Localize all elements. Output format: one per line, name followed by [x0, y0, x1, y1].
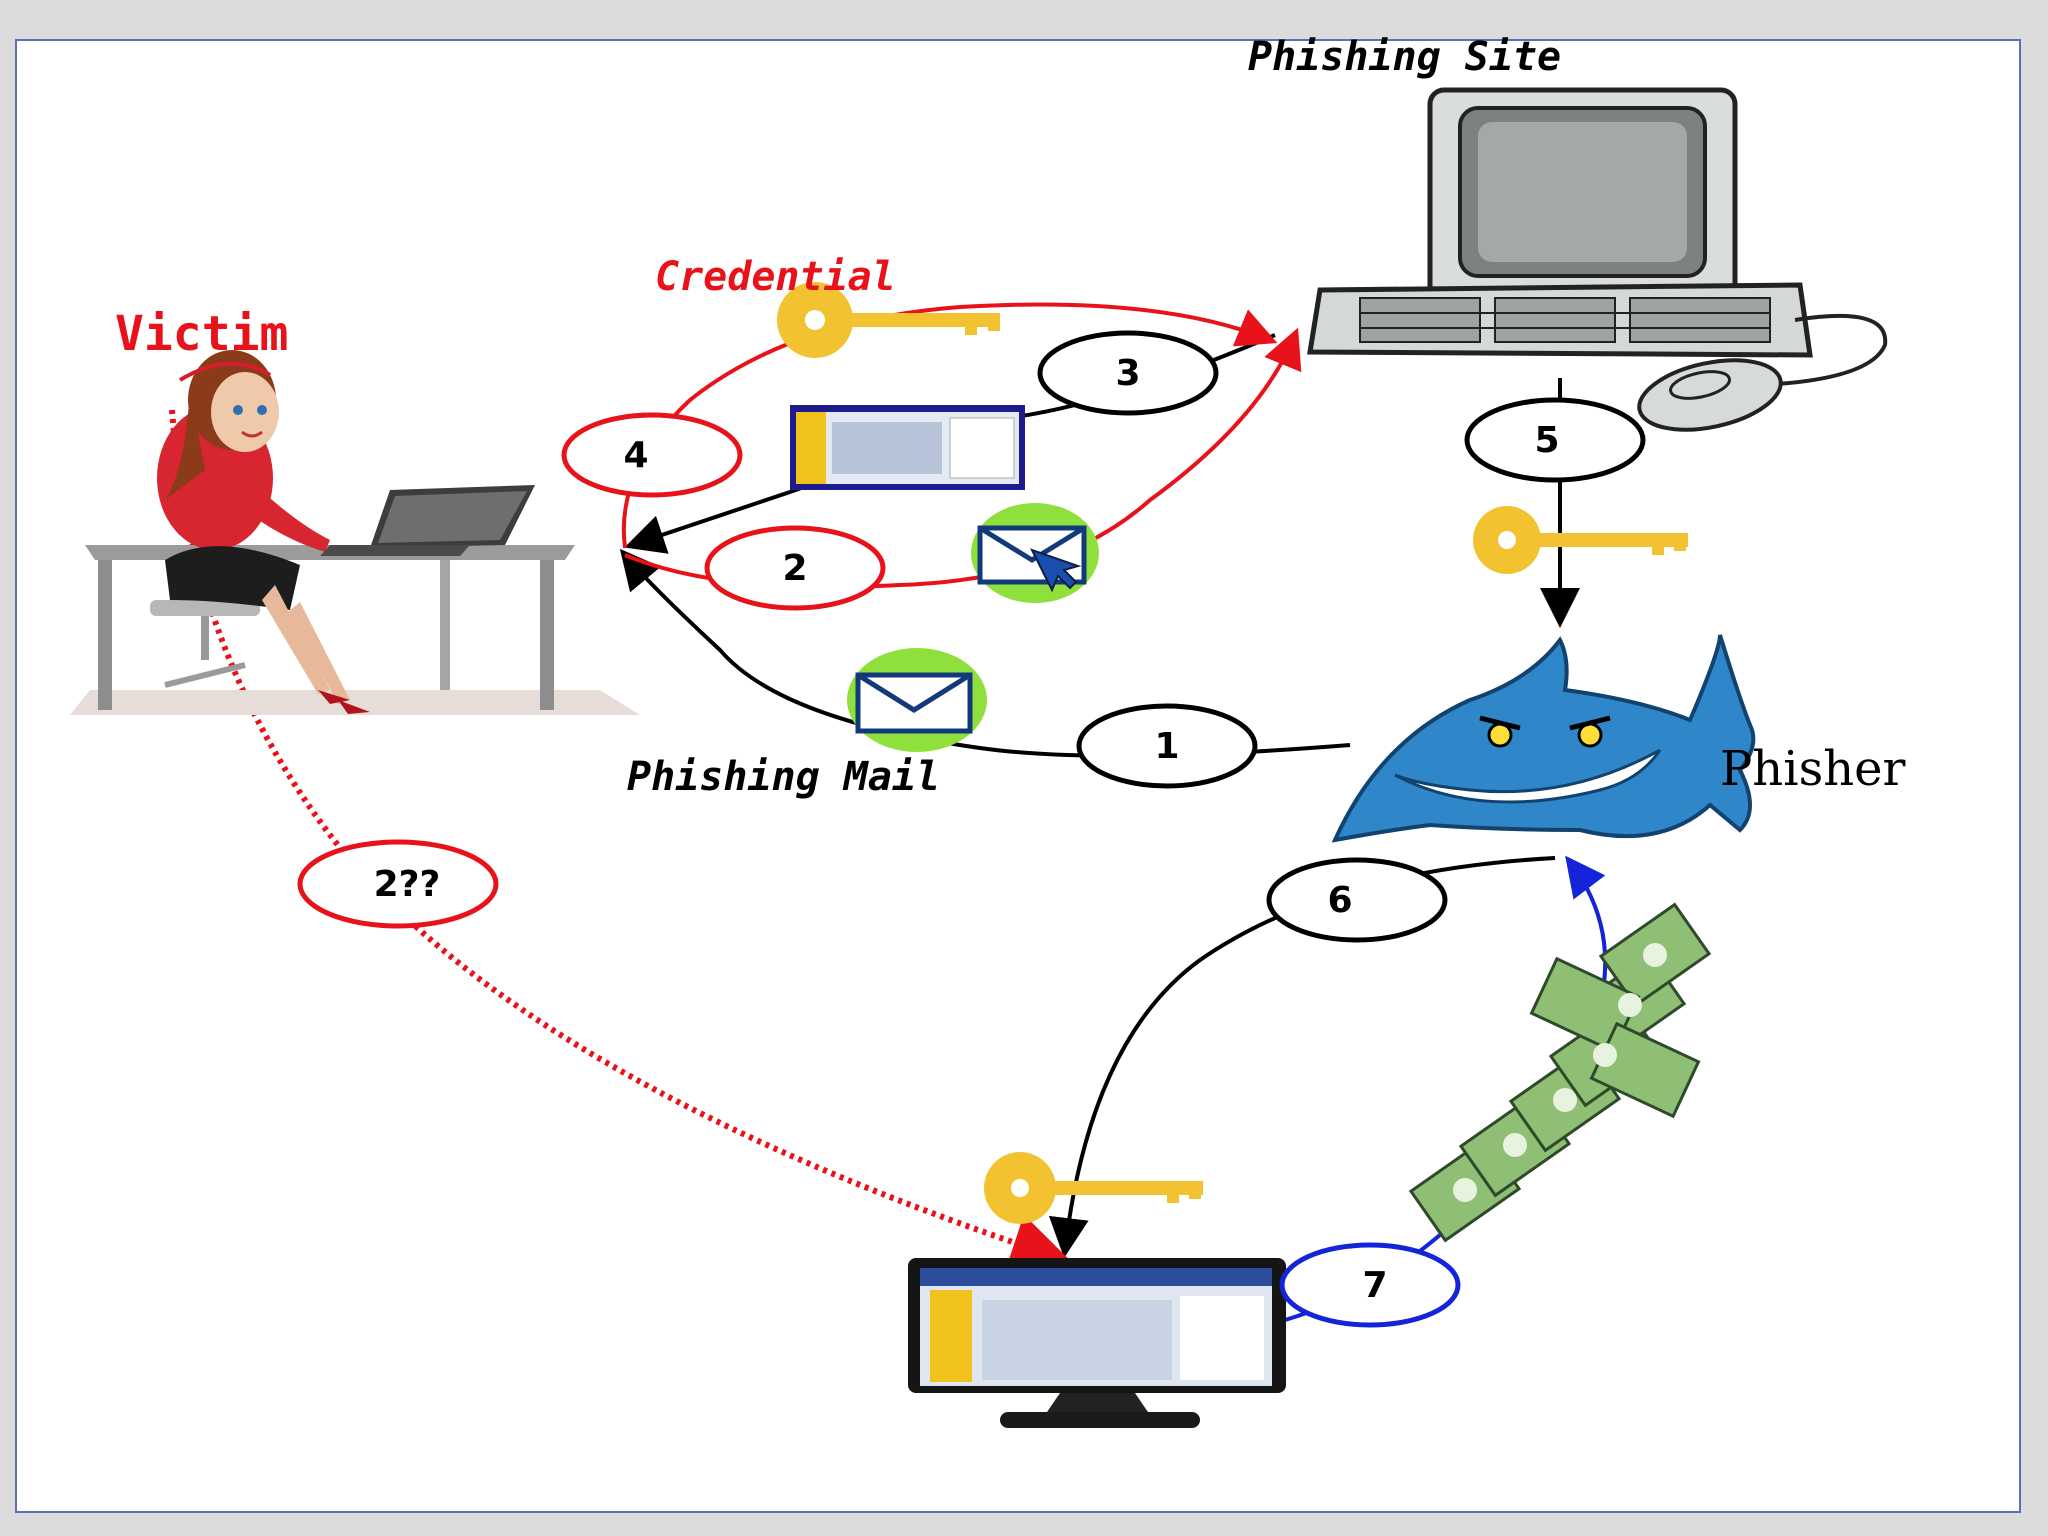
step-3-badge: 3 — [1037, 330, 1219, 416]
monitor-icon — [908, 1258, 1286, 1428]
svg-text:6: 6 — [1327, 880, 1352, 921]
step-4-badge: 4 — [561, 412, 743, 498]
svg-text:1: 1 — [1154, 726, 1179, 767]
svg-text:3: 3 — [1115, 353, 1140, 394]
shark-icon — [1331, 634, 1756, 843]
svg-text:5: 5 — [1534, 420, 1559, 461]
phishing-mail-label: Phishing Mail — [627, 754, 940, 800]
svg-text:7: 7 — [1362, 1265, 1387, 1306]
woman-at-laptop-icon — [70, 350, 640, 715]
key-icon — [777, 282, 1000, 358]
phisher-label: Phisher — [1720, 741, 1906, 797]
mouse-icon — [1637, 358, 1783, 432]
svg-text:2??: 2?? — [374, 864, 441, 905]
envelope-icon — [971, 503, 1099, 603]
envelope-icon — [847, 648, 987, 752]
key-icon — [1473, 506, 1688, 574]
money-stack-icon — [1408, 902, 1712, 1243]
svg-text:2: 2 — [782, 548, 807, 589]
webpage-screenshot-icon — [790, 405, 1025, 490]
key-icon — [984, 1152, 1203, 1224]
step-7-badge: 7 — [1279, 1242, 1461, 1328]
step-2-badge: 2 — [704, 525, 886, 611]
computer-icon — [1307, 87, 1888, 387]
step-1-badge: 1 — [1076, 703, 1258, 789]
step-6-badge: 6 — [1266, 857, 1448, 943]
step-5-badge: 5 — [1464, 397, 1646, 483]
victim-label: Victim — [115, 306, 288, 362]
credential-label: Credential — [655, 254, 896, 300]
step-2q-badge: 2?? — [297, 839, 499, 929]
svg-text:4: 4 — [623, 435, 648, 476]
phishing-site-label: Phishing Site — [1248, 34, 1561, 80]
